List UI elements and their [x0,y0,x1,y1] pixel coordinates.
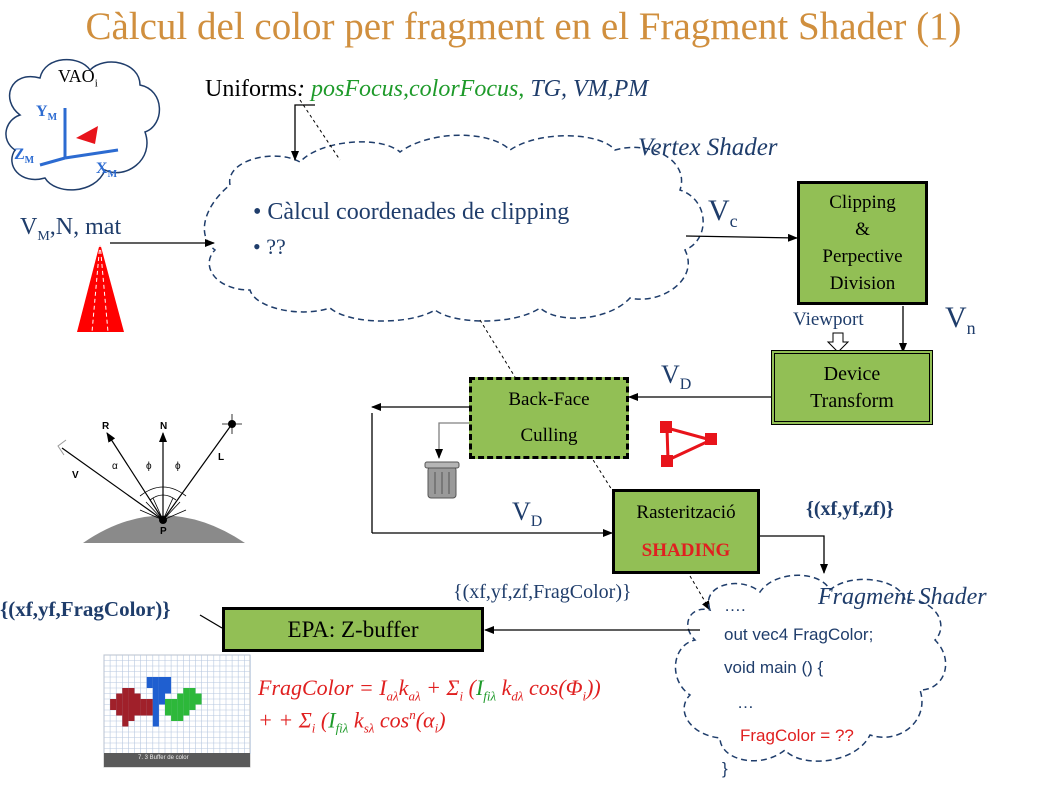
uniforms-label: Uniforms: posFocus,colorFocus, TG, VM,PM [205,76,649,102]
vao-label: VAOi [58,66,98,90]
light-V-label: V [72,470,79,481]
code-line-fragcolor: FragColor = ?? [740,726,854,745]
vd-label-2: VD [512,497,543,531]
epa-output-label: {(xf,yf,FragColor)} [0,597,171,621]
axis-x-line [64,148,119,160]
vc-arrow [685,233,798,242]
vn-label: Vn [945,301,976,338]
model-cloud [5,58,161,191]
axis-x-label: XM [96,160,118,181]
vertex-bullet-clipping: • Càlcul coordenades de clipping [253,199,570,225]
code-line-close: } [722,759,728,778]
fragment-input-label: {(xf,yf,zf,FragColor)} [453,581,632,603]
epa-zbuffer-box: EPA: Z-buffer [222,607,484,652]
vd-label-1: VD [661,360,692,394]
page-title: Càlcul del color per fragment en el Frag… [85,5,962,48]
raster-output-label: {(xf,yf,zf)} [806,498,894,520]
raster-fragment-arrow [760,535,828,574]
vertex-shader-cloud [203,134,704,322]
light-P-label: P [160,526,167,537]
viewport-label: Viewport [793,309,864,330]
light-alpha-label: α [112,461,118,472]
model-triangle-icon [76,126,98,144]
viewport-arrow-icon [826,332,850,353]
uniforms-arrow [291,104,315,161]
axis-y-label: YM [36,103,58,124]
light-N-label: N [160,421,168,432]
code-line-ellipsis: … [737,693,754,712]
epa-output-arrow [199,614,223,629]
trash-arrow [435,422,469,459]
vertex-shader-label: Vertex Shader [638,134,778,161]
axis-z-label: ZM [14,146,35,167]
light-phi2-label: ϕ [175,461,181,472]
code-line-dots: …. [724,596,746,615]
code-line-main: void main () { [724,658,824,677]
code-line-out: out vec4 FragColor; [724,625,874,644]
fragment-shader-cloud [674,574,947,762]
fragment-shader-label: Fragment Shader [818,584,987,610]
vc-label: Vc [708,194,738,231]
lighting-diagram [57,414,245,543]
mesh-cone-icon [77,243,124,332]
formula-line-1: FragColor = Iaλkaλ + Σi (Ifiλ kdλ cos(Φi… [258,675,601,704]
light-phi1-label: ϕ [146,461,152,472]
light-R-label: R [102,421,110,432]
trash-can-icon [424,461,460,499]
zbuffer-caption: 7. 3 Buffer de color [138,755,189,761]
zbuffer-image [103,654,251,768]
formula-line-2: + + Σi (Ifiλ ksλ cosn(αi) [258,707,446,736]
light-L-label: L [218,452,225,463]
axis-z-line [39,156,66,167]
raster-triangle-icon [660,421,717,467]
vertex-bullet-unknown: • ?? [253,234,286,259]
model-input-label: VM,N, mat [20,214,122,244]
